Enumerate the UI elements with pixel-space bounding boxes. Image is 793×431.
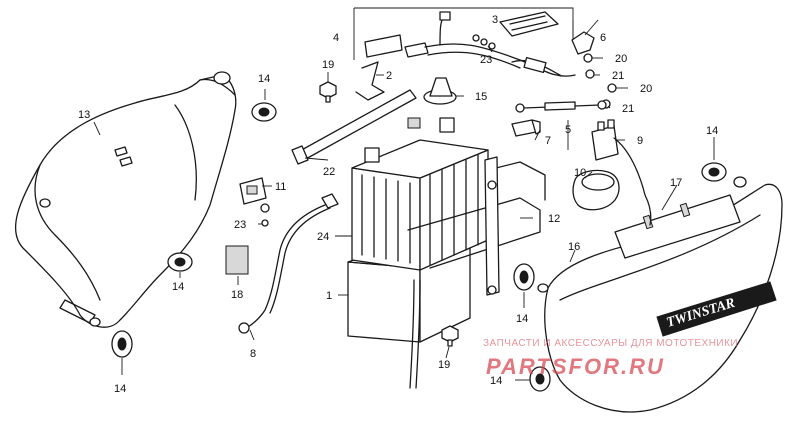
right-side-cover: TWINSTAR (537, 176, 783, 413)
battery-holder-bracket (407, 156, 546, 296)
ground-cable (238, 193, 339, 334)
left-side-cover (14, 71, 237, 328)
watermark-logo: PARTSFOR.RU (486, 354, 665, 379)
battery (351, 117, 489, 271)
connector (511, 119, 541, 137)
callout-5: 5 (565, 124, 571, 136)
callout-14-right: 14 (706, 125, 718, 137)
callout-13: 13 (78, 109, 90, 121)
starter-relay (591, 119, 652, 226)
side-cover-plate (614, 194, 741, 259)
callout-labels: 1 2 3 4 5 6 7 8 9 10 11 12 13 14 14 14 1… (78, 14, 718, 395)
callout-20-upper: 20 (615, 53, 627, 65)
callout-8: 8 (250, 348, 256, 360)
callout-20-lower: 20 (640, 83, 652, 95)
callout-23-lower: 23 (234, 219, 246, 231)
callout-2: 2 (386, 70, 392, 82)
callout-10: 10 (574, 167, 586, 179)
grommet-bottom (529, 366, 551, 392)
bolt-19-lower (441, 325, 459, 347)
watermark-tagline: ЗАПЧАСТИ И АКСЕССУАРЫ ДЛЯ МОТОТЕХНИКИ (483, 338, 738, 349)
battery-cable (515, 100, 607, 113)
callout-12: 12 (548, 213, 560, 225)
callout-1: 1 (326, 290, 332, 302)
vent-tube (409, 279, 421, 389)
callout-15: 15 (475, 91, 487, 103)
callout-21-lower: 21 (622, 103, 634, 115)
callout-14-lower-left: 14 (114, 383, 126, 395)
callout-17: 17 (670, 177, 682, 189)
callout-21-upper: 21 (612, 70, 624, 82)
callout-6: 6 (600, 32, 606, 44)
callout-14-mid-left: 14 (172, 281, 184, 293)
small-nut (260, 203, 270, 227)
grommet-upper-left (251, 102, 277, 122)
callout-16: 16 (568, 241, 580, 253)
grommet-mid-left (167, 252, 193, 272)
twinstar-badge (656, 281, 777, 337)
callout-14-upper-left: 14 (258, 73, 270, 85)
grommet-right (701, 162, 727, 182)
watermark: ЗАПЧАСТИ И АКСЕССУАРЫ ДЛЯ МОТОТЕХНИКИ PA… (483, 338, 738, 379)
callout-19-lower: 19 (438, 359, 450, 371)
callout-11: 11 (275, 181, 286, 193)
bolt-19-upper (319, 81, 337, 103)
label-plate (225, 245, 249, 275)
battery-band (291, 89, 417, 165)
callout-7: 7 (545, 135, 551, 147)
wire-clamp (239, 177, 267, 205)
callout-9: 9 (637, 135, 643, 147)
clip (355, 61, 385, 101)
grommet-lower-left (111, 330, 133, 358)
callout-23-upper: 23 (480, 54, 492, 66)
leader-lines (93, 19, 715, 381)
grommet-center (513, 263, 535, 291)
callout-14-bottom: 14 (490, 375, 502, 387)
callout-4: 4 (333, 32, 339, 44)
callout-22: 22 (323, 166, 335, 178)
callout-3: 3 (492, 14, 498, 26)
callout-19-upper: 19 (322, 59, 334, 71)
callout-24: 24 (317, 231, 329, 243)
relay-holder (572, 169, 620, 211)
rubber-cap (423, 77, 457, 105)
callout-18: 18 (231, 289, 243, 301)
callout-14-center: 14 (516, 313, 528, 325)
